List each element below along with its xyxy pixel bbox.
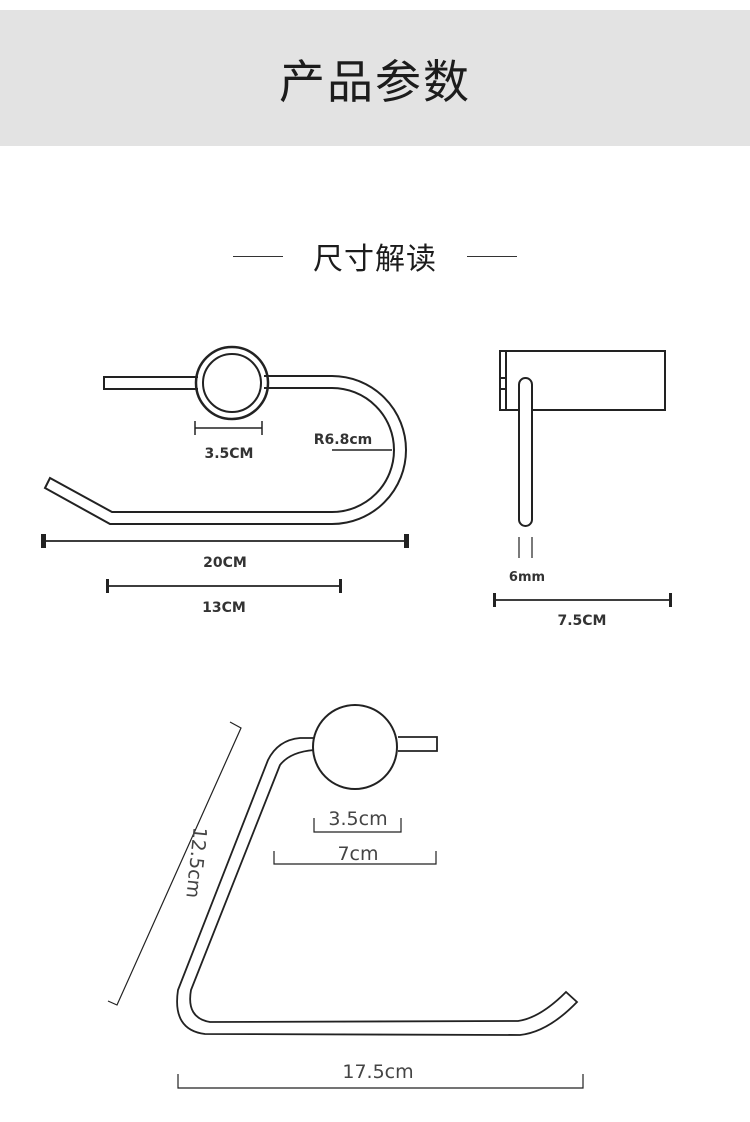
side-dimensions <box>493 537 672 607</box>
label-depth: 7.5CM <box>557 613 606 629</box>
front-view <box>43 345 407 525</box>
persp-stub-bar <box>398 736 438 752</box>
section-title: 尺寸解读 <box>313 242 437 277</box>
front-top-bar-left <box>103 376 198 390</box>
label-thickness: 6mm <box>509 570 545 585</box>
perspective-dimensions <box>107 721 584 1089</box>
front-knob-inner <box>202 353 262 413</box>
section-rule-left <box>233 256 283 257</box>
persp-frame <box>176 737 579 1036</box>
dim-bracket-height <box>107 721 242 1006</box>
page-title: 产品参数 <box>279 55 471 109</box>
front-knob-outer <box>194 345 270 421</box>
persp-knob <box>312 704 398 790</box>
label-total-width: 20CM <box>203 555 247 571</box>
dim-bracket-span <box>273 851 437 865</box>
label-bar-length: 13CM <box>202 600 246 616</box>
perspective-view <box>176 704 579 1036</box>
label-persp-height: 12.5cm <box>181 826 210 899</box>
dim-bracket-length <box>177 1074 584 1089</box>
header-band <box>0 10 750 146</box>
label-persp-span: 7cm <box>337 843 378 865</box>
side-arm <box>518 377 533 527</box>
side-plate <box>499 350 666 411</box>
label-persp-knob: 3.5cm <box>328 808 387 830</box>
dim-bracket-knob <box>313 818 402 833</box>
label-radius: R6.8cm <box>314 432 372 448</box>
front-dimensions <box>41 421 409 593</box>
front-hook-curve <box>43 375 407 525</box>
label-knob-diameter: 3.5CM <box>204 446 253 462</box>
side-view <box>499 350 666 527</box>
section-rule-right <box>467 256 517 257</box>
label-persp-length: 17.5cm <box>342 1061 413 1083</box>
